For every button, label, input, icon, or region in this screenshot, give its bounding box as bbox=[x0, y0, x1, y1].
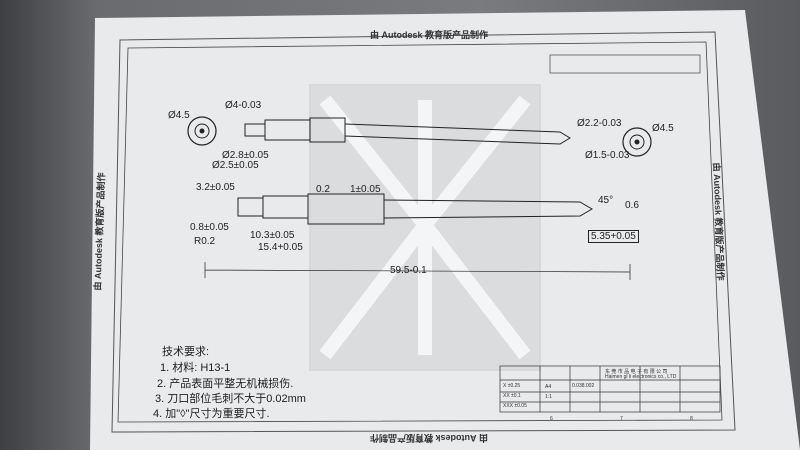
company-cn: 东 莞 市 品 电 子 有 限 公 司 bbox=[605, 369, 668, 375]
company-en: Haimen gl li electronics co., LTD bbox=[605, 374, 677, 380]
dim-d45-right: Ø4.5 bbox=[652, 123, 674, 134]
dim-d06: 0.6 bbox=[625, 200, 639, 211]
dim-d103: 10.3±0.05 bbox=[250, 230, 295, 241]
scale: 1:1 bbox=[545, 394, 552, 400]
watermark-bottom: 由 Autodesk 教育版产品制作 bbox=[370, 433, 489, 443]
drawing-number: 0.038.002 bbox=[572, 383, 595, 389]
requirement-item: 1. 材料: H13-1 bbox=[160, 362, 231, 374]
zone-8: 8 bbox=[690, 416, 693, 422]
dim-d535: 5.35+0.05 bbox=[588, 230, 639, 243]
dim-d45-left: Ø4.5 bbox=[168, 110, 190, 121]
requirement-item: 2. 产品表面平整无机械损伤. bbox=[157, 378, 294, 390]
title-block bbox=[499, 365, 721, 413]
requirement-item: 3. 刀口部位毛刺不大于0.02mm bbox=[155, 393, 306, 405]
dim-d154: 15.4+0.05 bbox=[258, 242, 303, 253]
zone-6: 6 bbox=[550, 416, 553, 422]
dim-r02: R0.2 bbox=[194, 236, 216, 247]
requirement-item: 4. 加"◊"尺寸为重要尺寸. bbox=[153, 408, 270, 420]
dim-d22: Ø2.2-0.03 bbox=[577, 118, 622, 129]
dim-d25: Ø2.5±0.05 bbox=[212, 160, 259, 171]
sheet-size: A4 bbox=[545, 384, 552, 390]
tolerance: X ±0.25 bbox=[503, 383, 521, 389]
dim-d1: 1±0.05 bbox=[350, 184, 381, 195]
dim-angle: 45° bbox=[598, 195, 614, 206]
watermark-top: 由 Autodesk 教育版产品制作 bbox=[370, 30, 489, 40]
dim-d15: Ø1.5-0.03 bbox=[585, 150, 630, 161]
requirements-title: 技术要求: bbox=[162, 346, 210, 358]
tolerance: XX ±0.1 bbox=[503, 393, 521, 399]
dim-d08: 0.8±0.05 bbox=[190, 222, 229, 233]
dim-d28: Ø2.8±0.05 bbox=[222, 150, 269, 161]
dim-d32: 3.2±0.05 bbox=[196, 182, 235, 193]
tolerance: XXX ±0.05 bbox=[503, 403, 527, 409]
dim-d02: 0.2 bbox=[316, 184, 330, 195]
dim-d4: Ø4-0.03 bbox=[225, 100, 262, 111]
zone-7: 7 bbox=[620, 416, 623, 422]
dim-d595: 59.5-0.1 bbox=[390, 265, 427, 276]
